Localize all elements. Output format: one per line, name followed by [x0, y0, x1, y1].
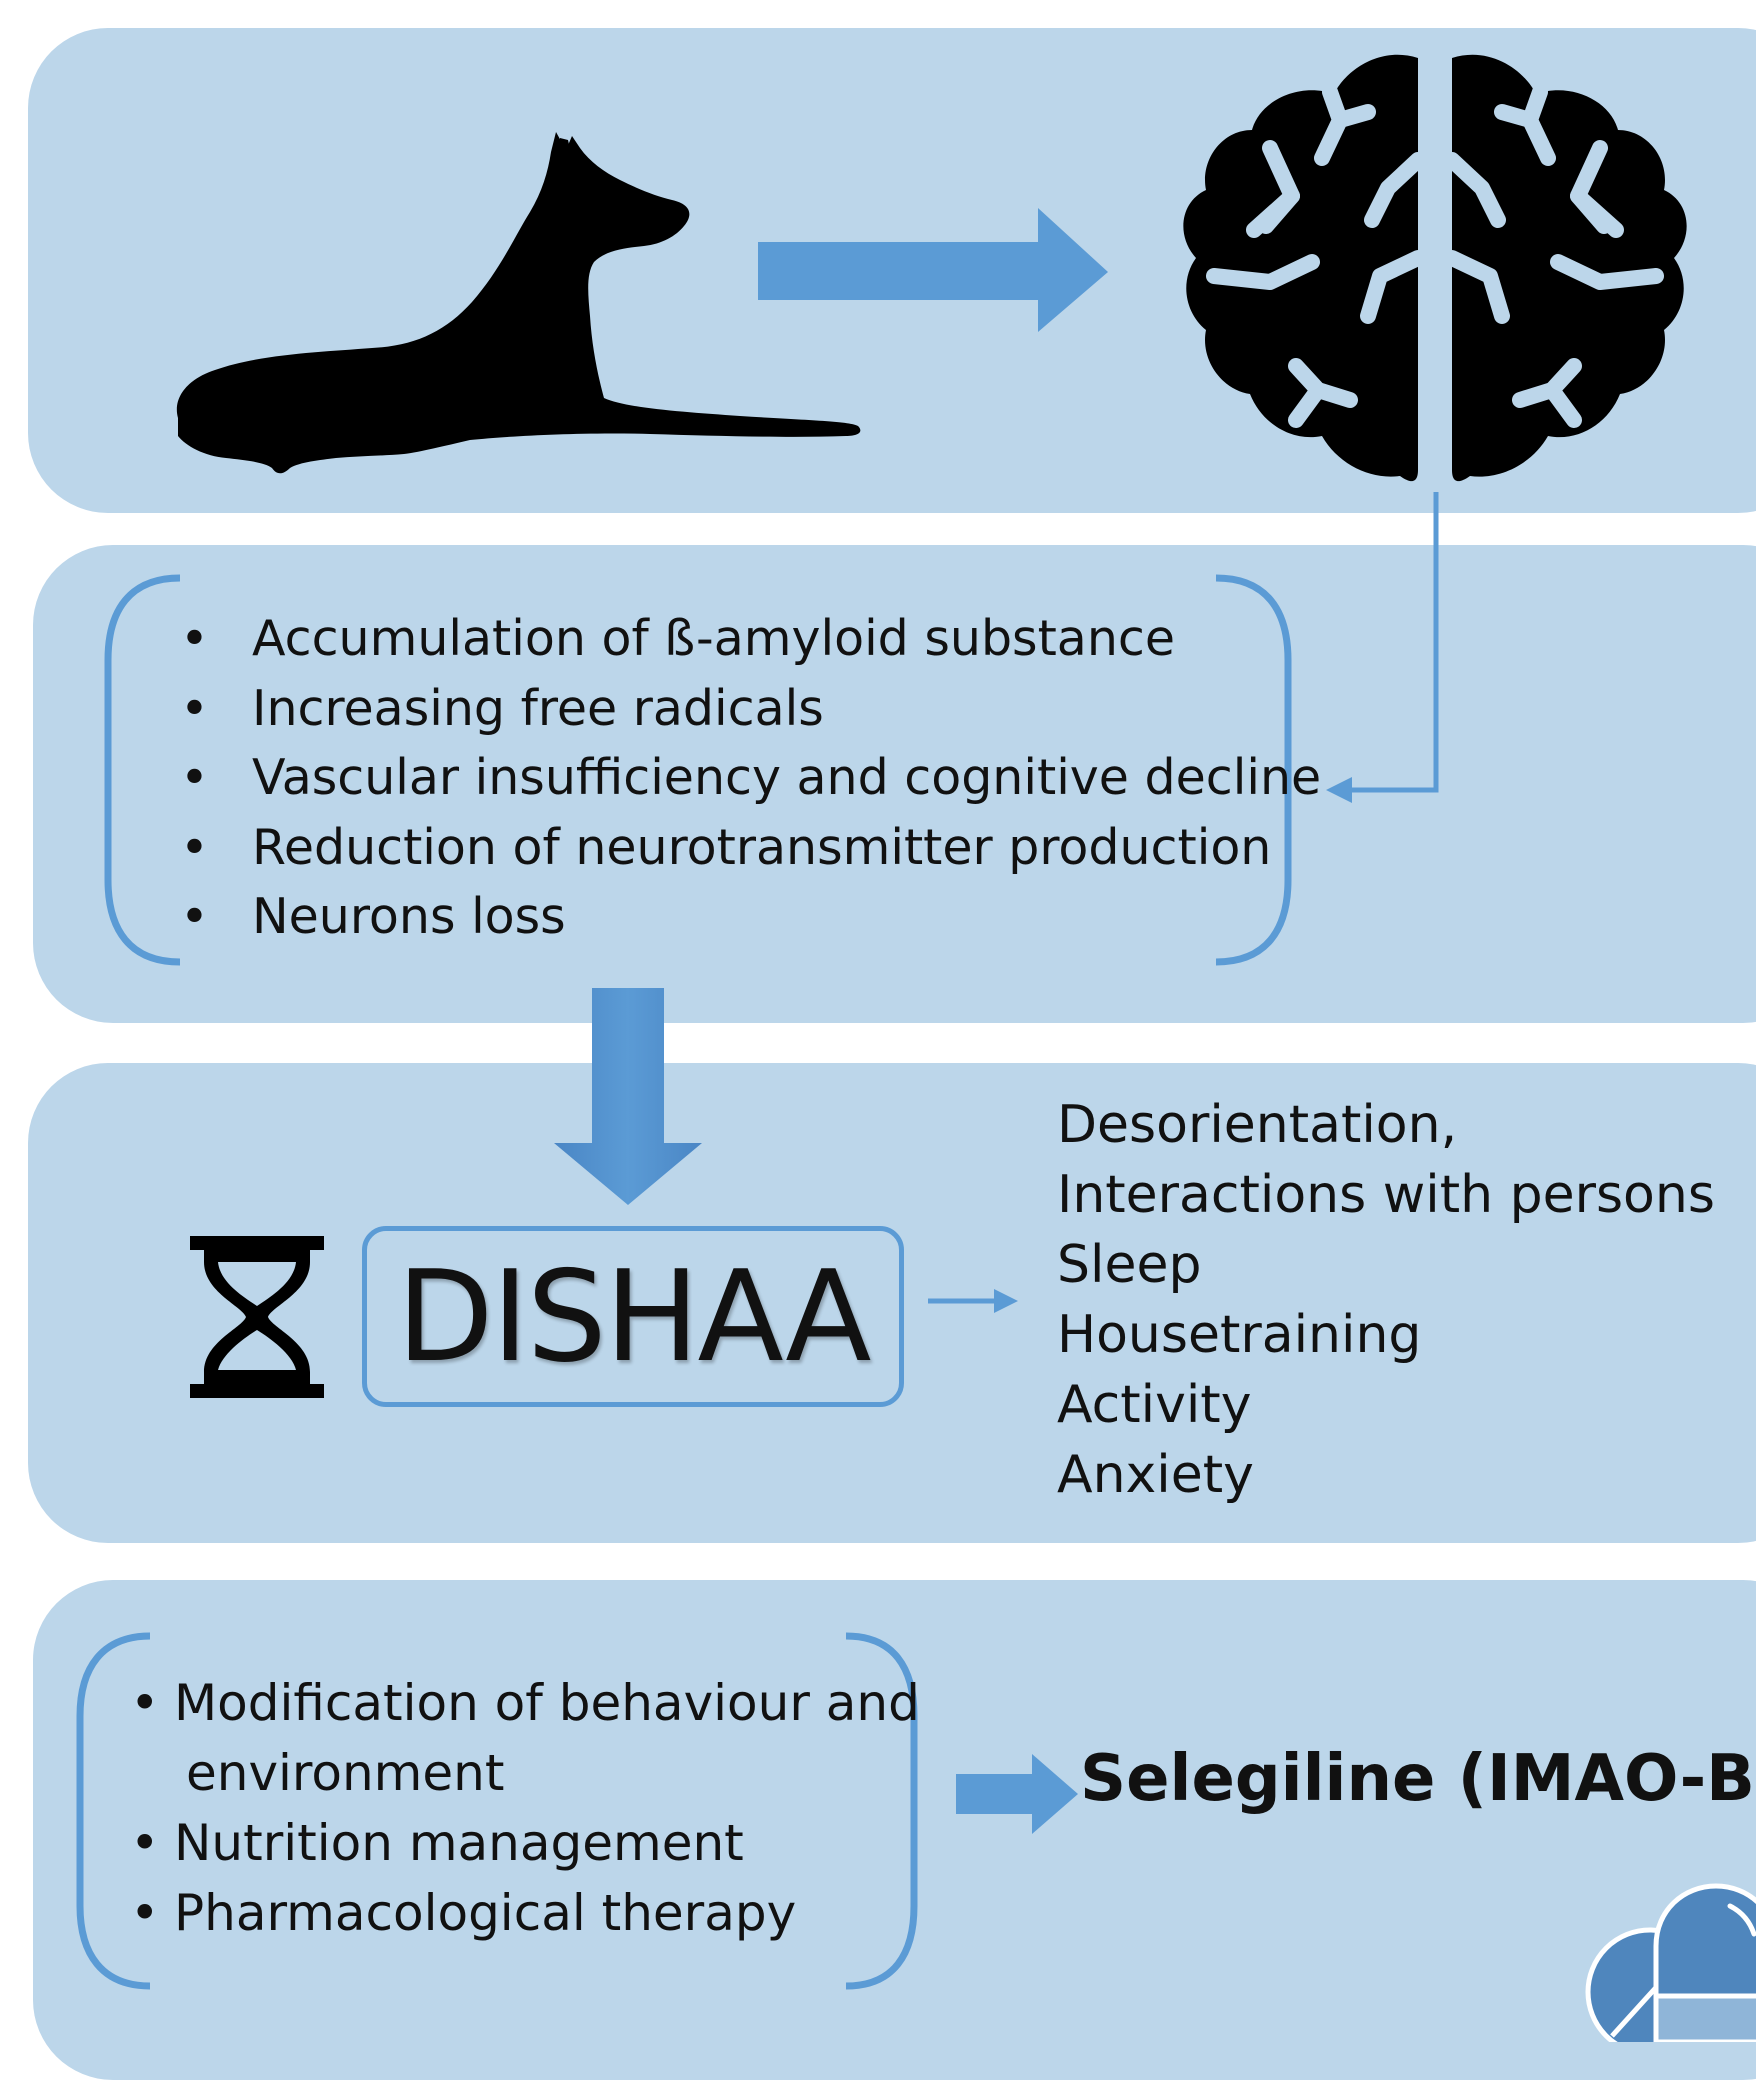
list-item-text: Vascular insufficiency and cognitive dec… [252, 749, 1322, 806]
list-item: Vascular insufficiency and cognitive dec… [180, 743, 1321, 813]
list-item-text: Accumulation of ß-amyloid substance [252, 610, 1175, 667]
mechanisms-list: Accumulation of ß-amyloid substance Incr… [180, 604, 1321, 952]
brain-icon [1183, 54, 1687, 482]
connector-brain-to-list [1326, 492, 1439, 803]
arrow-to-symptoms [928, 1289, 1018, 1313]
dog-icon [176, 132, 861, 474]
arrow-down-to-dishaa [554, 988, 702, 1205]
panel-diagnosis [28, 1063, 1756, 1543]
pill-capsule-icon [1585, 1883, 1756, 2042]
list-item-text: Nutrition management [174, 1814, 744, 1872]
list-item: Modification of behaviour and environmen… [126, 1668, 920, 1808]
list-item: Increasing free radicals [180, 674, 1321, 744]
list-item-text: Neurons loss [252, 888, 566, 945]
list-item-text: Modification of behaviour and [174, 1674, 920, 1732]
list-item-text-continued: environment [186, 1744, 505, 1802]
dishaa-label: DISHAA [396, 1243, 872, 1390]
list-item-text: Increasing free radicals [252, 679, 824, 737]
symptoms-list: Desorientation, Interactions with person… [1057, 1090, 1715, 1510]
symptom-item: Interactions with persons [1057, 1165, 1715, 1225]
list-item: Neurons loss [180, 882, 1321, 952]
management-list: Modification of behaviour and environmen… [126, 1668, 920, 1948]
dishaa-box: DISHAA [362, 1226, 904, 1407]
list-item: Reduction of neurotransmitter production [180, 813, 1321, 883]
symptom-item: Anxiety [1057, 1445, 1254, 1505]
symptom-item: Activity [1057, 1375, 1252, 1435]
symptom-item: Desorientation, [1057, 1095, 1458, 1155]
list-item: Nutrition management [126, 1808, 920, 1878]
arrow-dog-to-brain [758, 208, 1108, 332]
symptom-item: Sleep [1057, 1235, 1202, 1295]
list-item: Accumulation of ß-amyloid substance [180, 604, 1321, 674]
drug-label: Selegiline (IMAO-B) [1080, 1742, 1756, 1816]
arrow-to-selegiline [956, 1754, 1078, 1834]
list-item: Pharmacological therapy [126, 1878, 920, 1948]
symptom-item: Housetraining [1057, 1305, 1422, 1365]
hourglass-icon [190, 1236, 324, 1398]
list-item-text: Pharmacological therapy [174, 1884, 797, 1942]
list-item-text: Reduction of neurotransmitter production [252, 818, 1272, 876]
